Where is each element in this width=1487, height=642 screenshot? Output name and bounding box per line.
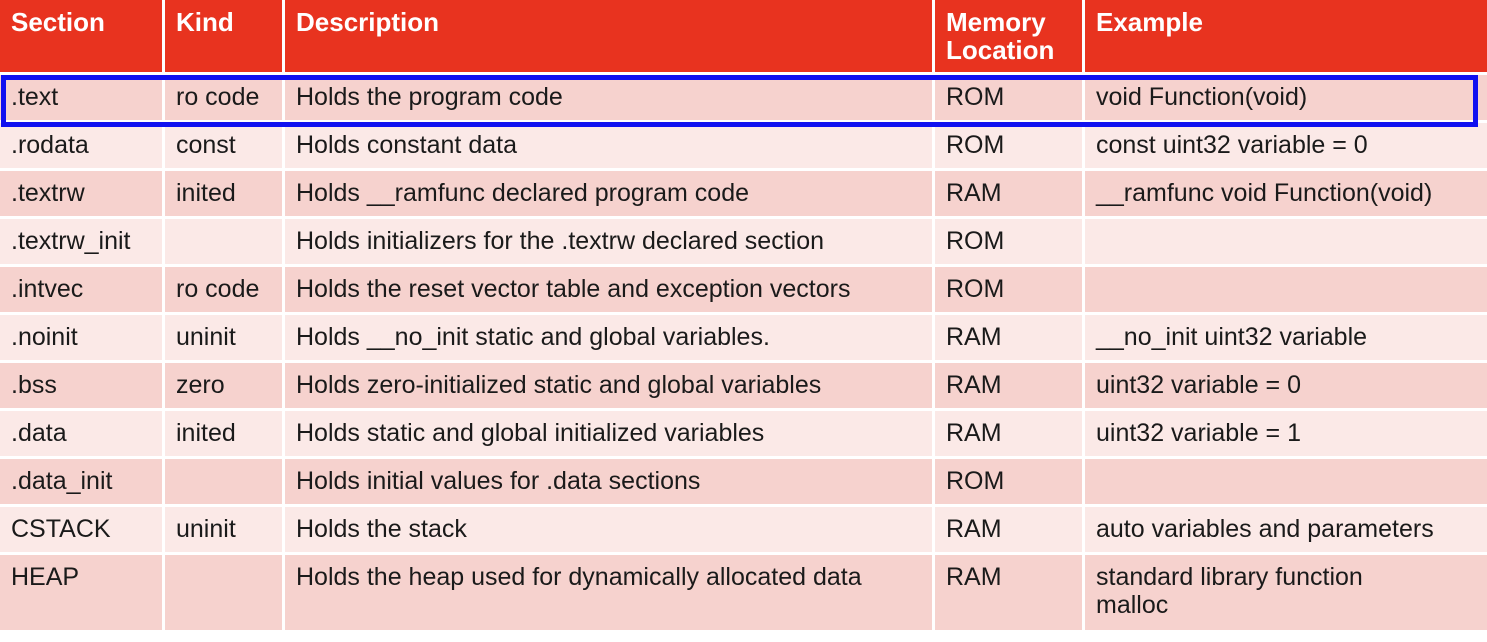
cell-memory-location: RAM <box>935 555 1085 634</box>
cell-description: Holds the program code <box>285 75 935 124</box>
cell-example: __no_init uint32 variable <box>1085 315 1487 364</box>
cell-description: Holds __ramfunc declared program code <box>285 171 935 220</box>
cell-description: Holds constant data <box>285 123 935 172</box>
table-row: CSTACK uninit Holds the stack RAM auto v… <box>0 507 1487 556</box>
cell-section: .data_init <box>0 459 165 508</box>
cell-kind: zero <box>165 363 285 412</box>
cell-section: CSTACK <box>0 507 165 556</box>
cell-description: Holds the stack <box>285 507 935 556</box>
column-header-kind: Kind <box>165 0 285 76</box>
cell-kind <box>165 219 285 268</box>
table-row: .text ro code Holds the program code ROM… <box>0 75 1487 124</box>
cell-memory-location: RAM <box>935 411 1085 460</box>
cell-section: .text <box>0 75 165 124</box>
cell-memory-location: ROM <box>935 75 1085 124</box>
cell-example <box>1085 219 1487 268</box>
cell-description: Holds the heap used for dynamically allo… <box>285 555 935 634</box>
cell-kind: const <box>165 123 285 172</box>
cell-example: __ramfunc void Function(void) <box>1085 171 1487 220</box>
cell-kind: inited <box>165 411 285 460</box>
cell-example: uint32 variable = 0 <box>1085 363 1487 412</box>
cell-kind: inited <box>165 171 285 220</box>
cell-memory-location: ROM <box>935 267 1085 316</box>
column-header-memory-location: Memory Location <box>935 0 1085 76</box>
cell-kind <box>165 459 285 508</box>
table-row: .data inited Holds static and global ini… <box>0 411 1487 460</box>
column-header-section: Section <box>0 0 165 76</box>
cell-section: .textrw_init <box>0 219 165 268</box>
cell-section: .bss <box>0 363 165 412</box>
table-header: Section Kind Description Memory Location… <box>0 0 1487 76</box>
cell-kind <box>165 555 285 634</box>
cell-memory-location: RAM <box>935 171 1085 220</box>
cell-kind: ro code <box>165 75 285 124</box>
cell-example <box>1085 459 1487 508</box>
cell-description: Holds initial values for .data sections <box>285 459 935 508</box>
cell-example: const uint32 variable = 0 <box>1085 123 1487 172</box>
cell-example: auto variables and parameters <box>1085 507 1487 556</box>
table-row: .bss zero Holds zero-initialized static … <box>0 363 1487 412</box>
cell-section: .rodata <box>0 123 165 172</box>
cell-memory-location: ROM <box>935 219 1085 268</box>
cell-example <box>1085 267 1487 316</box>
cell-example: uint32 variable = 1 <box>1085 411 1487 460</box>
cell-description: Holds initializers for the .textrw decla… <box>285 219 935 268</box>
table-row: .data_init Holds initial values for .dat… <box>0 459 1487 508</box>
cell-section: .textrw <box>0 171 165 220</box>
cell-memory-location: RAM <box>935 507 1085 556</box>
cell-description: Holds __no_init static and global variab… <box>285 315 935 364</box>
cell-memory-location: ROM <box>935 123 1085 172</box>
cell-kind: uninit <box>165 507 285 556</box>
cell-example: standard library function malloc <box>1085 555 1487 634</box>
column-header-description: Description <box>285 0 935 76</box>
cell-section: .data <box>0 411 165 460</box>
cell-kind: uninit <box>165 315 285 364</box>
cell-example: void Function(void) <box>1085 75 1487 124</box>
cell-section: HEAP <box>0 555 165 634</box>
cell-section: .noinit <box>0 315 165 364</box>
cell-description: Holds static and global initialized vari… <box>285 411 935 460</box>
cell-description: Holds zero-initialized static and global… <box>285 363 935 412</box>
table-row: .rodata const Holds constant data ROM co… <box>0 123 1487 172</box>
table-row: .textrw_init Holds initializers for the … <box>0 219 1487 268</box>
cell-memory-location: RAM <box>935 315 1085 364</box>
table-row: .intvec ro code Holds the reset vector t… <box>0 267 1487 316</box>
cell-memory-location: ROM <box>935 459 1085 508</box>
table-row: .noinit uninit Holds __no_init static an… <box>0 315 1487 364</box>
table-row: .textrw inited Holds __ramfunc declared … <box>0 171 1487 220</box>
cell-description: Holds the reset vector table and excepti… <box>285 267 935 316</box>
cell-kind: ro code <box>165 267 285 316</box>
table-row: HEAP Holds the heap used for dynamically… <box>0 555 1487 634</box>
cell-section: .intvec <box>0 267 165 316</box>
column-header-example: Example <box>1085 0 1487 76</box>
table-body: .text ro code Holds the program code ROM… <box>0 75 1487 634</box>
cell-memory-location: RAM <box>935 363 1085 412</box>
table-header-row: Section Kind Description Memory Location… <box>0 0 1487 76</box>
